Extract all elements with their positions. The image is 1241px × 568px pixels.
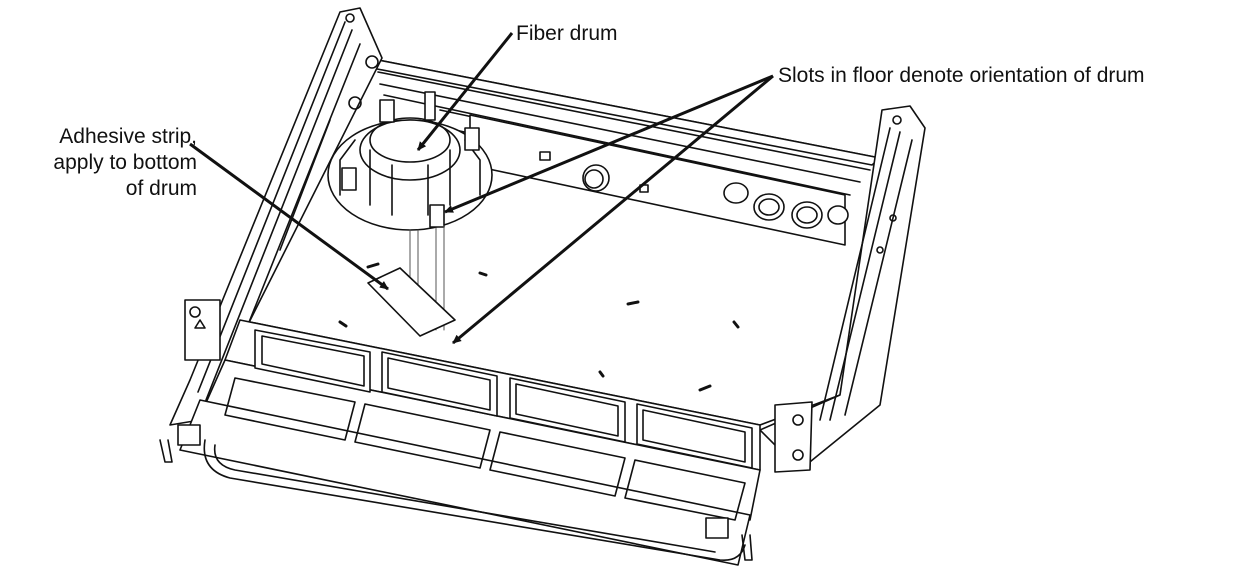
slot-leader-2: [452, 74, 774, 345]
front-latches: [159, 424, 753, 561]
floor-slots-label: Slots in floor denote orientation of dru…: [778, 64, 1145, 87]
floor-slots: [338, 262, 740, 392]
fiber-drum: [327, 91, 493, 331]
leader-lines: [189, 32, 774, 345]
fiber-drum-label: Fiber drum: [516, 22, 618, 45]
slot-leader-1: [444, 74, 774, 214]
adhesive-leader: [189, 142, 389, 291]
left-rail: [169, 7, 383, 426]
adhesive-strip: [367, 267, 456, 337]
left-bracket: [184, 299, 221, 361]
right-rail: [759, 105, 926, 471]
adhesive-label-line-2: apply to bottom: [53, 151, 197, 174]
fiber-drum-leader: [416, 32, 514, 151]
adhesive-label-line-1: Adhesive strip,: [59, 125, 197, 148]
adhesive-strip-label: Adhesive strip, apply to bottom of drum: [26, 124, 197, 202]
adhesive-label-line-3: of drum: [125, 177, 197, 200]
right-bracket: [774, 401, 813, 473]
